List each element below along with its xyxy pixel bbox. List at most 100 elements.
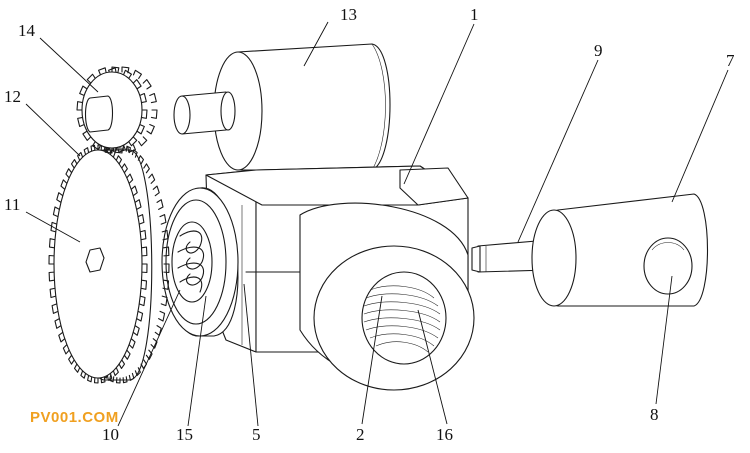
gear-tooth (52, 206, 60, 218)
spring-part-10 (177, 230, 204, 293)
label-8: 8 (650, 405, 659, 424)
gear-tooth (70, 159, 78, 169)
gear-tooth (125, 145, 131, 154)
gear-tooth (104, 146, 113, 154)
gear-tooth (159, 214, 167, 225)
label-1: 1 (470, 5, 479, 24)
gear-tooth (152, 185, 160, 197)
gear-tooth (146, 123, 155, 135)
gear-tooth (79, 85, 88, 97)
gear-tooth (54, 318, 62, 329)
leader-lines (25, 21, 729, 427)
gear-tooth (48, 271, 55, 282)
small-gear-part-14 (76, 66, 158, 154)
gear-tooth (149, 92, 157, 104)
gear-tooth (138, 136, 148, 147)
gear-tooth (58, 331, 66, 343)
gear-tooth (131, 149, 138, 158)
sleeve-part-7 (531, 193, 709, 307)
gear-tooth (158, 310, 166, 322)
gear-tooth (163, 246, 170, 257)
gear-tooth (138, 295, 146, 307)
gear-tooth (109, 374, 115, 383)
gear-tooth (48, 254, 55, 265)
gear-tooth (77, 116, 85, 128)
gear-tooth (140, 279, 148, 290)
gear-tooth (128, 338, 136, 349)
gear-tooth (82, 130, 92, 141)
label-14: 14 (18, 21, 36, 40)
gear-tooth (98, 67, 107, 76)
label-16: 16 (436, 425, 453, 444)
gear-tooth (65, 168, 73, 179)
gear-tooth (76, 101, 84, 111)
gear-tooth (140, 109, 148, 119)
gear-tooth (128, 372, 135, 381)
gear-tooth (143, 163, 150, 174)
gear-tooth (121, 66, 130, 74)
gear-tooth (137, 155, 145, 165)
gear-tooth (154, 325, 162, 336)
gear-tooth (62, 344, 70, 355)
label-13: 13 (340, 5, 357, 24)
large-gear-part-12 (48, 144, 170, 384)
gear-tooth (115, 155, 123, 165)
gear-tooth (134, 367, 141, 377)
gear-tooth (141, 263, 148, 274)
gear-tooth (128, 136, 138, 147)
gear-tooth (49, 287, 57, 299)
gear-tooth (134, 199, 142, 210)
gear-tooth (160, 295, 168, 307)
label-2: 2 (356, 425, 365, 444)
label-5: 5 (252, 425, 261, 444)
gear-tooth (92, 141, 102, 151)
gear-tooth (150, 338, 158, 349)
gear-tooth (139, 92, 147, 104)
gear-tooth (156, 199, 164, 210)
threaded-boss-part-2 (299, 202, 475, 391)
small-gear-teeth (76, 66, 158, 154)
gear-tooth (93, 377, 99, 384)
gear-tooth (73, 363, 81, 373)
gear-tooth (136, 123, 145, 135)
gear-tooth (145, 349, 153, 360)
bearing-flange-part-15 (161, 187, 239, 337)
gear-tooth (56, 192, 64, 203)
gear-tooth (148, 173, 156, 184)
label-10: 10 (102, 425, 119, 444)
gear-tooth (150, 109, 158, 119)
gear-tooth (87, 374, 93, 383)
gear-tooth (141, 246, 148, 257)
motor-part-13 (173, 43, 391, 171)
gear-tooth (136, 310, 144, 322)
label-7: 7 (726, 51, 735, 70)
gear-tooth (127, 144, 136, 153)
gear-tooth (132, 79, 142, 90)
gear-tooth (132, 69, 142, 79)
gear-tooth (83, 147, 90, 156)
gear-tooth (86, 73, 96, 84)
gear-tooth (48, 238, 56, 249)
gear-tooth (118, 359, 126, 369)
label-11: 11 (4, 195, 20, 214)
gear-tooth (115, 377, 121, 384)
gear-tooth (68, 354, 75, 365)
gear-tooth (139, 229, 147, 241)
gear-tooth (163, 263, 170, 274)
label-15: 15 (176, 425, 193, 444)
gear-tooth (123, 349, 131, 360)
gear-tooth (80, 370, 87, 379)
gear-tooth (112, 367, 119, 377)
gear-tooth (121, 163, 128, 174)
gear-tooth (126, 173, 134, 184)
gear-tooth (77, 151, 84, 161)
gear-tooth (51, 303, 59, 314)
gear-tooth (122, 376, 128, 384)
gear-tooth (60, 179, 68, 190)
label-12: 12 (4, 87, 21, 106)
gear-tooth (162, 279, 170, 290)
gear-tooth (132, 325, 140, 336)
gear-tooth (114, 146, 123, 154)
